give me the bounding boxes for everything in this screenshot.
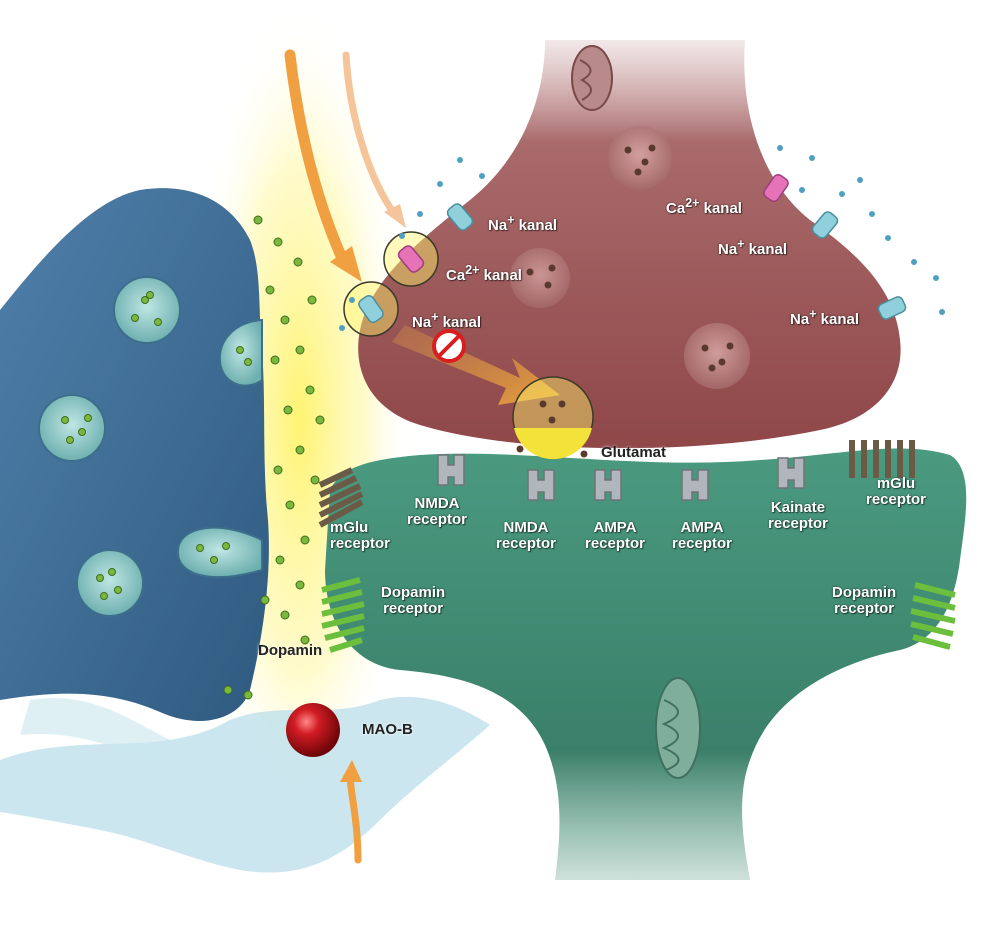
ion-particles bbox=[339, 145, 945, 331]
dopamine-receptor-right bbox=[910, 582, 956, 650]
mitochondrion-icon bbox=[655, 677, 701, 779]
glial-cell bbox=[0, 696, 490, 873]
label-na-kanal-right1: Na+ kanal bbox=[718, 237, 788, 258]
label-mao-b: MAO-B bbox=[362, 721, 413, 738]
na-channel-icon bbox=[446, 203, 474, 231]
label-ca-kanal-right: Ca2+ kanal bbox=[666, 196, 742, 217]
label-dopamin: Dopamin bbox=[258, 642, 323, 659]
na-channel-icon bbox=[811, 211, 839, 239]
glutamate-molecules bbox=[516, 144, 734, 458]
input-arrows bbox=[284, 49, 406, 864]
label-na-kanal-left: Na+ kanal bbox=[412, 310, 482, 331]
mglu-receptor-left bbox=[318, 467, 364, 528]
mglu-receptor-right bbox=[849, 440, 915, 478]
dopamine-neuron bbox=[0, 188, 269, 721]
ca-channel-icon bbox=[397, 245, 425, 273]
label-na-kanal-top: Na+ kanal bbox=[488, 213, 558, 234]
label-glutamat: Glutamat bbox=[601, 444, 667, 461]
na-channel-icon bbox=[358, 294, 384, 324]
glutamate-vesicles bbox=[510, 126, 750, 389]
no-entry-sign-icon bbox=[432, 329, 466, 363]
dopamine-receptor-left bbox=[321, 577, 365, 653]
ca-channel-icon bbox=[763, 173, 789, 203]
ionotropic-receptors bbox=[437, 454, 805, 501]
label-ca-kanal-left: Ca2+ kanal bbox=[446, 263, 522, 284]
postsynaptic-neuron bbox=[325, 448, 967, 880]
na-channel-icon bbox=[877, 296, 907, 320]
dopamine-vesicles bbox=[38, 276, 263, 617]
mao-b-sphere-icon bbox=[286, 703, 340, 757]
mitochondrion-icon bbox=[571, 45, 613, 111]
presynaptic-terminal bbox=[358, 40, 901, 449]
dopamine-molecules bbox=[61, 215, 325, 700]
label-na-kanal-right2: Na+ kanal bbox=[790, 307, 860, 328]
